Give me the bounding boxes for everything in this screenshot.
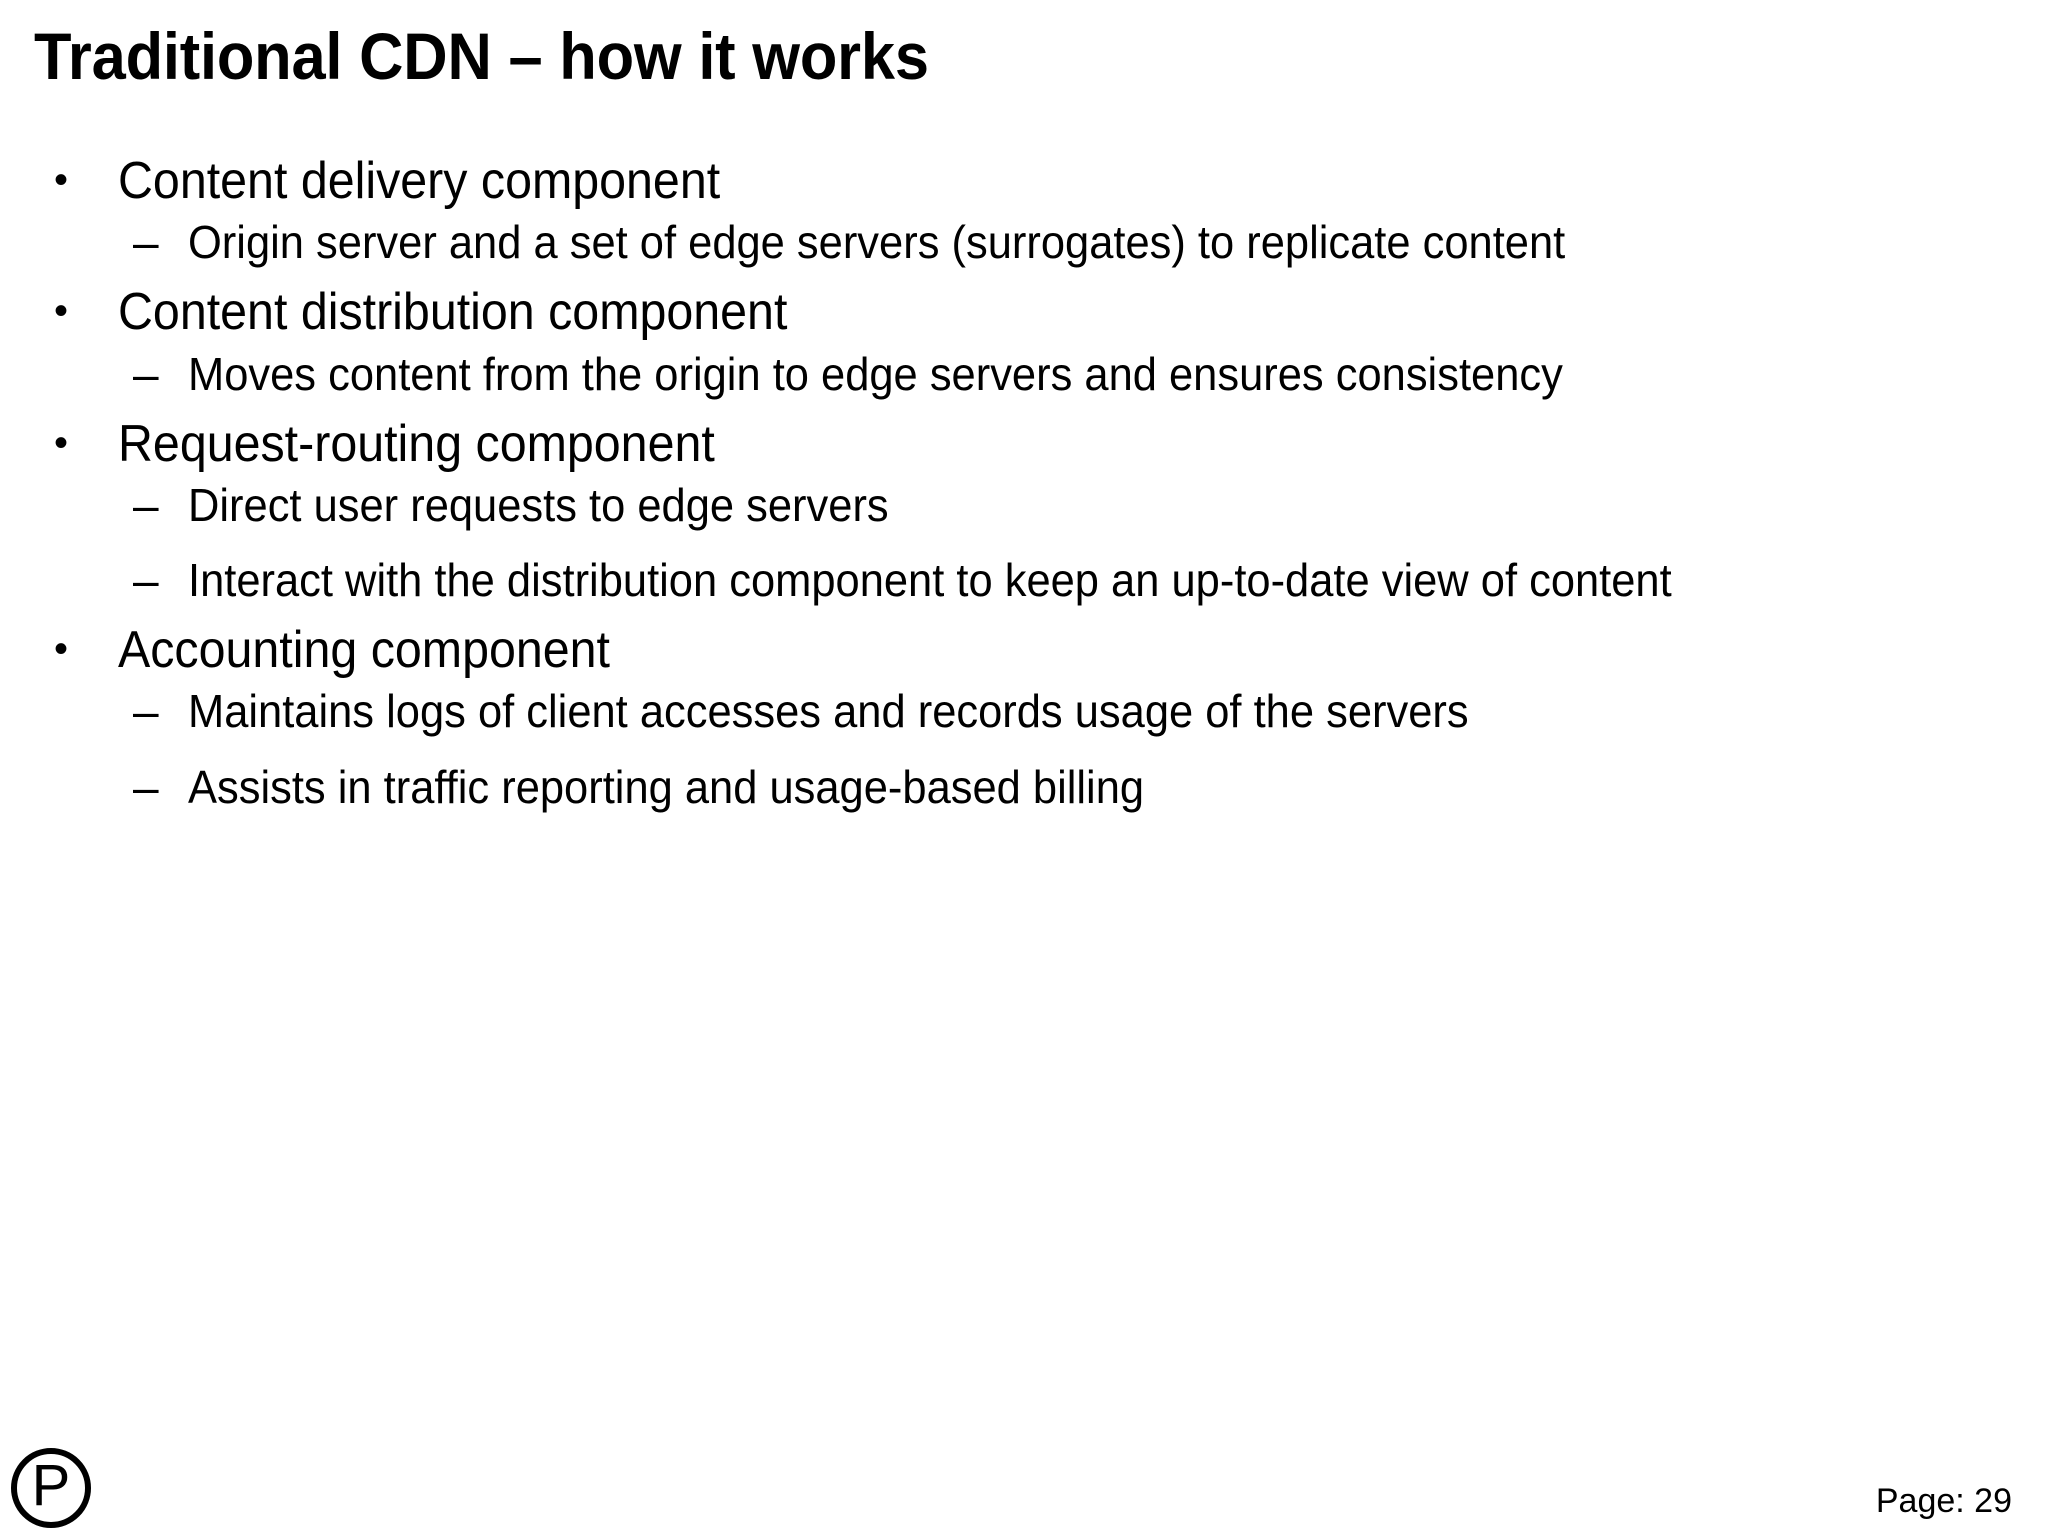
dash-marker-icon: – [133,760,159,813]
sub-bullet-label: Moves content from the origin to edge se… [188,347,1563,400]
bullet-item-level1: • Content delivery component [30,152,2020,210]
sub-bullet-label: Assists in traffic reporting and usage-b… [188,760,1145,813]
bullet-item-level1: • Accounting component [30,621,2020,679]
bullet-item-level2: – Interact with the distribution compone… [30,554,2020,607]
bullet-item-level1: • Request-routing component [30,415,2020,473]
dash-marker-icon: – [133,478,159,531]
dash-marker-icon: – [133,347,159,400]
bullet-marker-icon: • [54,158,69,202]
bullet-item-level2: – Origin server and a set of edge server… [30,216,2020,269]
bullet-item-level2: – Direct user requests to edge servers [30,479,2020,532]
bullet-group: • Content delivery component – Origin se… [30,152,2020,269]
sub-bullet-label: Interact with the distribution component… [188,554,1672,607]
sub-bullet-label: Direct user requests to edge servers [188,478,889,531]
sub-bullet-label: Origin server and a set of edge servers … [188,216,1566,269]
bullet-item-level2: – Maintains logs of client accesses and … [30,685,2020,738]
bullet-group: • Content distribution component – Moves… [30,283,2020,400]
bullet-label: Content delivery component [118,152,721,210]
dash-marker-icon: – [133,554,159,607]
bullet-marker-icon: • [54,627,69,672]
bullet-label: Request-routing component [118,414,715,473]
page-title: Traditional CDN – how it works [34,19,929,93]
bullet-group: • Accounting component – Maintains logs … [30,621,2020,813]
page-number-label: Page: 29 [1875,1482,2012,1520]
dash-marker-icon: – [133,685,159,738]
bullet-list: • Content delivery component – Origin se… [30,152,2020,818]
sub-bullet-label: Maintains logs of client accesses and re… [188,685,1469,738]
bullet-label: Accounting component [118,621,610,680]
bullet-marker-icon: • [54,420,69,465]
bullet-item-level2: – Moves content from the origin to edge … [30,348,2020,401]
bullet-marker-icon: • [54,289,69,334]
bullet-label: Content distribution component [118,283,788,342]
circled-p-logo-icon: P [11,1448,91,1528]
bullet-item-level2: – Assists in traffic reporting and usage… [30,761,2020,814]
bullet-group: • Request-routing component – Direct use… [30,415,2020,607]
dash-marker-icon: – [133,216,159,269]
bullet-item-level1: • Content distribution component [30,283,2020,341]
